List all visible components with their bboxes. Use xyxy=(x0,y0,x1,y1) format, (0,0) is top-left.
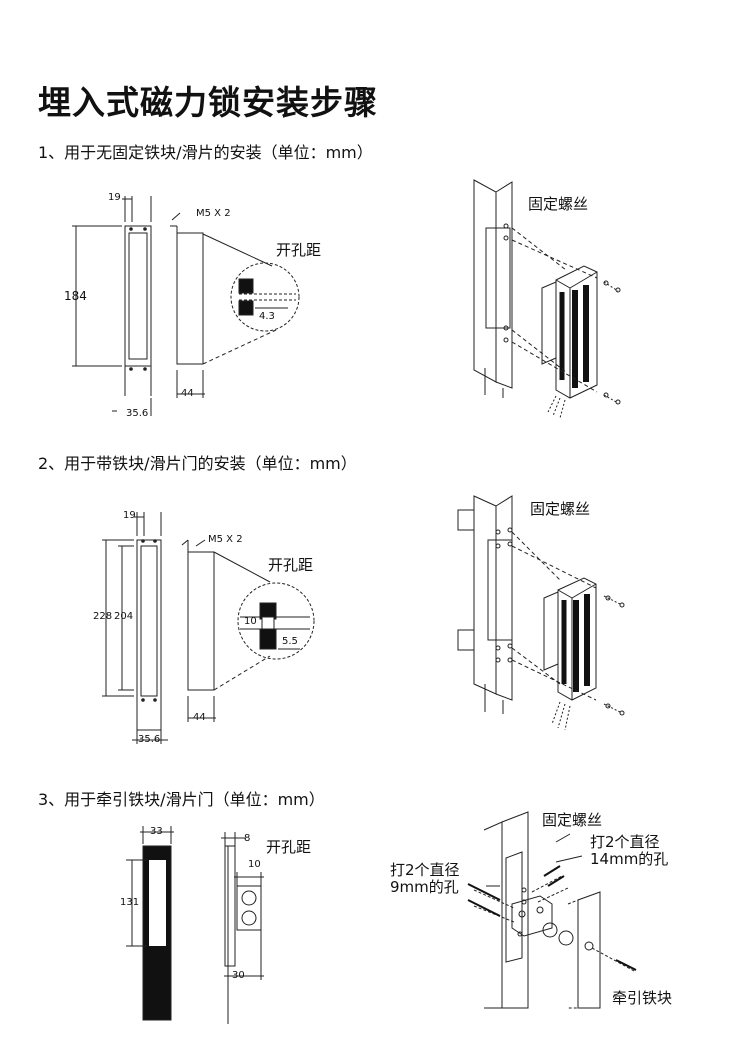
section-1-hole-detail xyxy=(231,263,299,331)
callout-14mm-leader xyxy=(556,856,582,862)
section-2-door-frame xyxy=(458,496,512,714)
s2-dim-screw: M5 X 2 xyxy=(208,534,243,545)
section-2-lock-front-view xyxy=(102,512,168,744)
s1-dim-depth: 44 xyxy=(181,388,194,399)
section-3-pull-plate xyxy=(568,892,636,1008)
s2-hole-label: 开孔距 xyxy=(268,556,314,574)
s2-dim-depth: 44 xyxy=(193,712,206,723)
section-3-bracket xyxy=(468,866,573,945)
s3-callout-14mm: 打2个直径 14mm的孔 xyxy=(590,833,669,869)
s3-dim-height: 131 xyxy=(120,897,140,908)
s3-dim-side-width: 8 xyxy=(244,833,251,844)
section-1-lock-side-view xyxy=(170,213,276,398)
s1-dim-height: 184 xyxy=(64,289,87,303)
s1-hole-label: 开孔距 xyxy=(276,241,322,259)
s1-dim-screw: M5 X 2 xyxy=(196,208,231,219)
s1-dim-width-top: 19 xyxy=(108,192,121,203)
s3-plate-label: 牵引铁块 xyxy=(612,989,673,1007)
s3-callout-9mm: 打2个直径 9mm的孔 xyxy=(390,861,460,897)
section-1-lock-front-view xyxy=(72,196,151,416)
s1-dim-hole: 4.3 xyxy=(259,311,275,322)
s2-dim-height-inner: 204 xyxy=(114,611,134,622)
s2-dim-hole-b: 5.5 xyxy=(282,636,298,647)
section-2-lock-side-view xyxy=(182,540,270,722)
section-2-hole-detail xyxy=(238,583,314,659)
section-1-door-frame xyxy=(474,180,512,398)
s3-dim-width-top: 33 xyxy=(150,826,163,837)
s2-dim-hole-a: 10 xyxy=(244,616,257,627)
page-title: 埋入式磁力锁安装步骤 xyxy=(38,83,378,122)
s3-hole-label: 开孔距 xyxy=(266,838,312,856)
section-1-heading: 1、用于无固定铁块/滑片的安装（单位：mm） xyxy=(38,143,373,162)
section-1-magnetic-lock xyxy=(504,224,620,418)
screw-3-leader xyxy=(556,834,570,842)
s3-dim-plate-width: 10 xyxy=(248,859,261,870)
section-3-door-frame xyxy=(484,812,528,1008)
section-2-magnetic-lock xyxy=(496,528,624,730)
section-3-plate-side-view xyxy=(221,832,264,1024)
s1-dim-bottom-width: 35.6 xyxy=(126,408,149,419)
s3-dim-bottom: 30 xyxy=(232,970,245,981)
section-3-heading: 3、用于牵引铁块/滑片门（单位：mm） xyxy=(38,790,325,809)
s2-screw-label: 固定螺丝 xyxy=(530,500,591,518)
s3-screw-label: 固定螺丝 xyxy=(542,811,603,829)
section-2-heading: 2、用于带铁块/滑片门的安装（单位：mm） xyxy=(38,454,357,473)
section-3-plate-front-view xyxy=(126,826,174,1020)
s2-dim-width-top: 19 xyxy=(123,510,136,521)
s1-screw-label: 固定螺丝 xyxy=(528,195,589,213)
s2-dim-height-outer: 228 xyxy=(93,611,113,622)
s2-dim-bottom-width: 35.6 xyxy=(138,734,161,745)
